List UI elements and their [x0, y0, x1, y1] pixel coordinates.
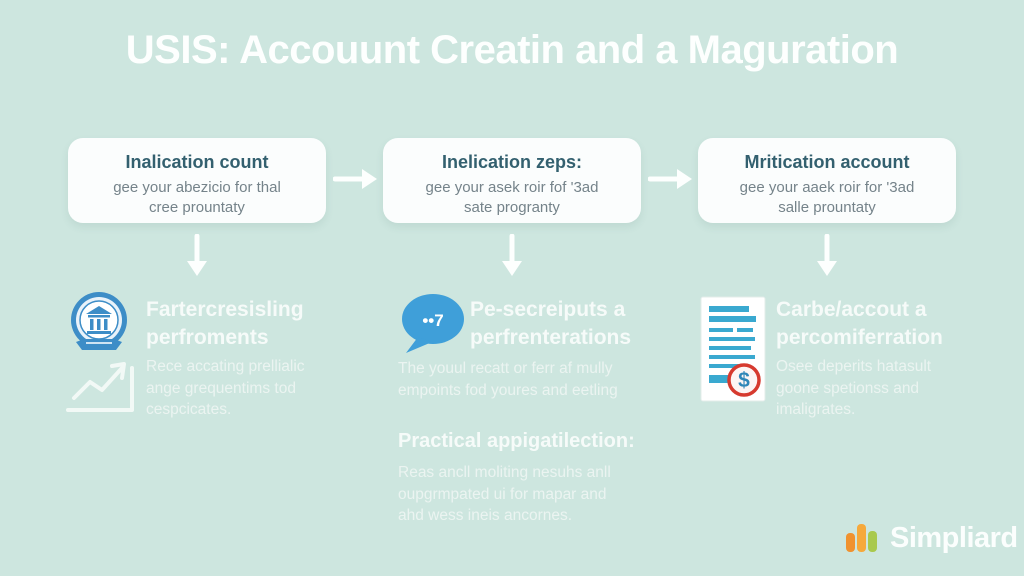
logo-bars-icon [844, 518, 882, 559]
brand-logo: Simpliard [844, 518, 1018, 559]
dollar-symbol: $ [738, 369, 750, 392]
section-body: The youul recatt or ferr af mully empoin… [398, 360, 618, 399]
arrow-down-icon [499, 233, 525, 283]
chat-bubble-icon: ••7 [398, 292, 468, 361]
section-title: Carbe/accout a percomiferration [776, 298, 943, 350]
step-body: gee your abezicio for thal cree prountat… [113, 179, 281, 217]
document-dollar-icon: $ [700, 296, 766, 407]
section-body: Osee deperits hatasult goone spetionss a… [776, 358, 932, 419]
step-box-1: Inalication count gee your abezicio for … [68, 138, 326, 223]
section-title: Fartercresisling perfroments [146, 298, 304, 350]
arrow-right-icon [647, 166, 694, 197]
bubble-text: ••7 [422, 311, 443, 330]
step-box-3: Mritication account gee your aaek roir f… [698, 138, 956, 223]
page-title: USIS: Accouunt Creatin and a Maguration [125, 28, 899, 72]
step-heading: Inelication zeps: [441, 152, 583, 172]
section-title: Pe-secreiputs a perfrenterations [470, 298, 632, 350]
step-body: gee your aaek roir for '3ad salle prount… [739, 179, 915, 217]
section-subbody: Reas ancll moliting nesuhs anll oupgrmpa… [398, 464, 611, 525]
arrow-down-icon [184, 233, 210, 283]
growth-chart-icon [60, 352, 142, 421]
arrow-right-icon [332, 166, 379, 197]
step-heading: Inalication count [125, 152, 269, 172]
step-box-2: Inelication zeps: gee your asek roir fof… [383, 138, 641, 223]
section-body: Rece accating prellialic ange grequentim… [146, 358, 305, 419]
section-subheading: Practical appigatilection: [398, 430, 635, 452]
step-body: gee your asek roir fof '3ad sate progran… [425, 179, 599, 217]
arrow-down-icon [814, 233, 840, 283]
logo-text: Simpliard [890, 522, 1018, 554]
bank-badge-icon [66, 290, 132, 363]
step-heading: Mritication account [744, 152, 910, 172]
